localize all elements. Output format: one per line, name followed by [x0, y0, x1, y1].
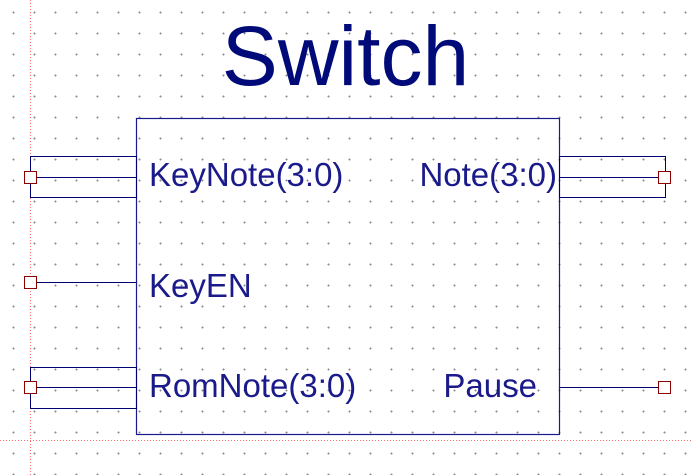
pin-label-pause: Pause [443, 367, 537, 404]
pin-label-romnote: RomNote(3:0) [149, 367, 357, 404]
symbol-title: Switch [221, 9, 470, 103]
pin-label-note: Note(3:0) [419, 156, 557, 193]
pin-end-square[interactable] [658, 381, 671, 394]
pin-keynote[interactable] [24, 156, 137, 198]
symbol-body[interactable] [135, 117, 561, 436]
pin-end-square[interactable] [24, 276, 37, 289]
pin-end-square[interactable] [658, 171, 671, 184]
pin-note[interactable] [559, 156, 671, 198]
pin-pause[interactable] [559, 381, 671, 394]
pin-label-keyen: KeyEN [149, 267, 252, 304]
pin-end-square[interactable] [24, 381, 37, 394]
pin-romnote[interactable] [24, 367, 137, 409]
pin-end-square[interactable] [24, 171, 37, 184]
pin-keyen[interactable] [24, 276, 137, 289]
pin-label-keynote: KeyNote(3:0) [149, 156, 344, 193]
